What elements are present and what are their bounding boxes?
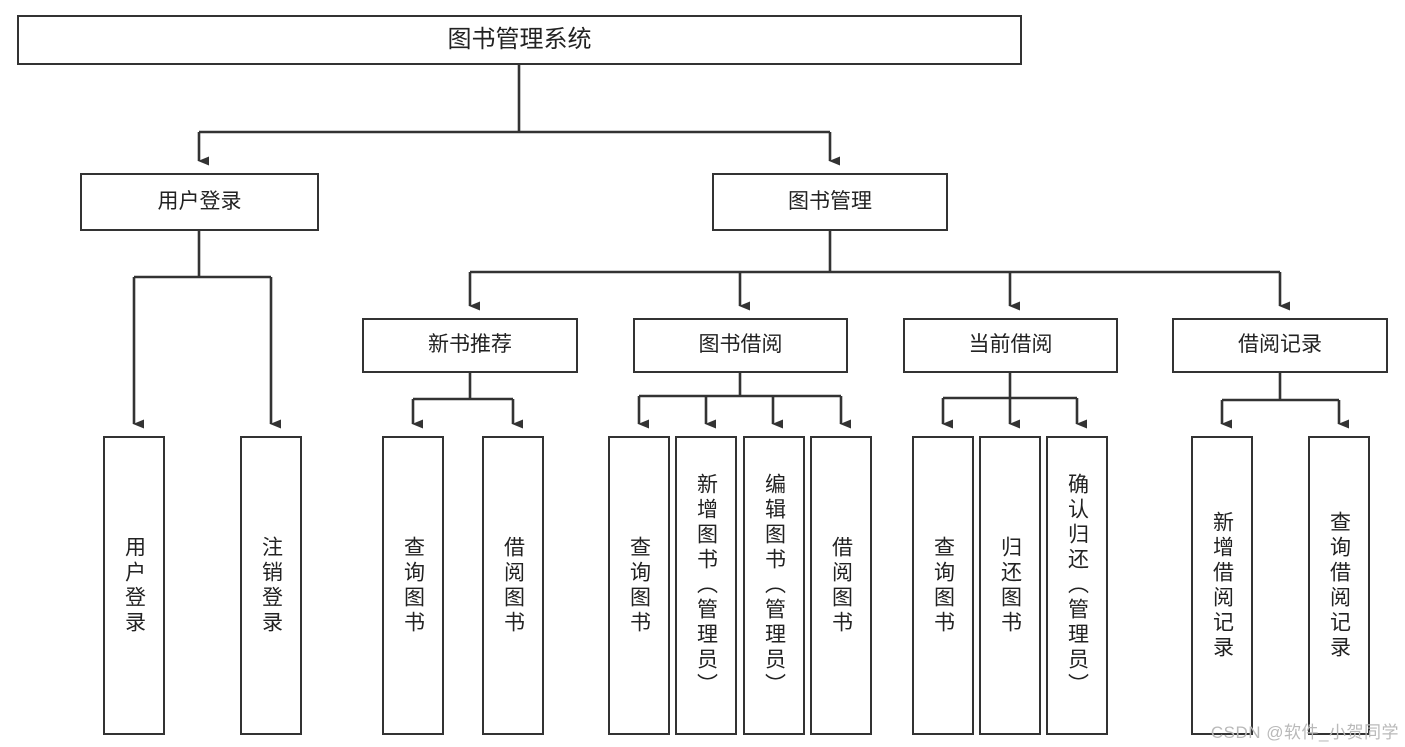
leaf-borrow-book-rec[interactable]: 借阅图书 [482,436,544,735]
node-book-borrow[interactable]: 图书借阅 [633,318,848,373]
node-label: 新增图书（管理员） [694,473,718,698]
node-borrow-records[interactable]: 借阅记录 [1172,318,1388,373]
leaf-return-book[interactable]: 归还图书 [979,436,1041,735]
leaf-confirm-return-admin[interactable]: 确认归还（管理员） [1046,436,1108,735]
node-label: 用户登录 [157,189,242,213]
node-label: 图书借阅 [698,333,783,357]
node-label: 确认归还（管理员） [1065,473,1089,698]
node-root[interactable]: 图书管理系统 [17,15,1022,65]
node-label: 查询图书 [627,535,651,636]
watermark: CSDN @软件_小贺同学 [1210,723,1399,742]
node-label: 注销登录 [259,535,283,636]
node-label: 查询图书 [401,535,425,636]
node-label: 新书推荐 [428,333,512,357]
leaf-query-book[interactable]: 查询图书 [608,436,670,735]
node-label: 借阅记录 [1238,333,1322,357]
node-label: 借阅图书 [501,535,525,636]
leaf-add-book-admin[interactable]: 新增图书（管理员） [675,436,737,735]
leaf-query-book-current[interactable]: 查询图书 [912,436,974,735]
node-label: 编辑图书（管理员） [762,473,786,698]
leaf-query-borrow-record[interactable]: 查询借阅记录 [1308,436,1370,735]
leaf-logout[interactable]: 注销登录 [240,436,302,735]
node-label: 当前借阅 [968,333,1053,357]
node-user-login[interactable]: 用户登录 [80,173,319,231]
node-new-book-recommend[interactable]: 新书推荐 [362,318,578,373]
node-book-management[interactable]: 图书管理 [712,173,948,231]
node-label: 图书管理 [788,189,872,213]
leaf-edit-book-admin[interactable]: 编辑图书（管理员） [743,436,805,735]
leaf-borrow-book[interactable]: 借阅图书 [810,436,872,735]
node-label: 查询图书 [931,535,955,636]
node-label: 借阅图书 [829,535,853,636]
node-label: 图书管理系统 [447,26,592,53]
node-label: 查询借阅记录 [1327,510,1351,661]
node-current-borrow[interactable]: 当前借阅 [903,318,1118,373]
node-label: 用户登录 [122,535,146,636]
node-label: 新增借阅记录 [1210,510,1234,661]
leaf-query-book-rec[interactable]: 查询图书 [382,436,444,735]
leaf-user-login[interactable]: 用户登录 [103,436,165,735]
node-label: 归还图书 [998,535,1022,636]
leaf-add-borrow-record[interactable]: 新增借阅记录 [1191,436,1253,735]
